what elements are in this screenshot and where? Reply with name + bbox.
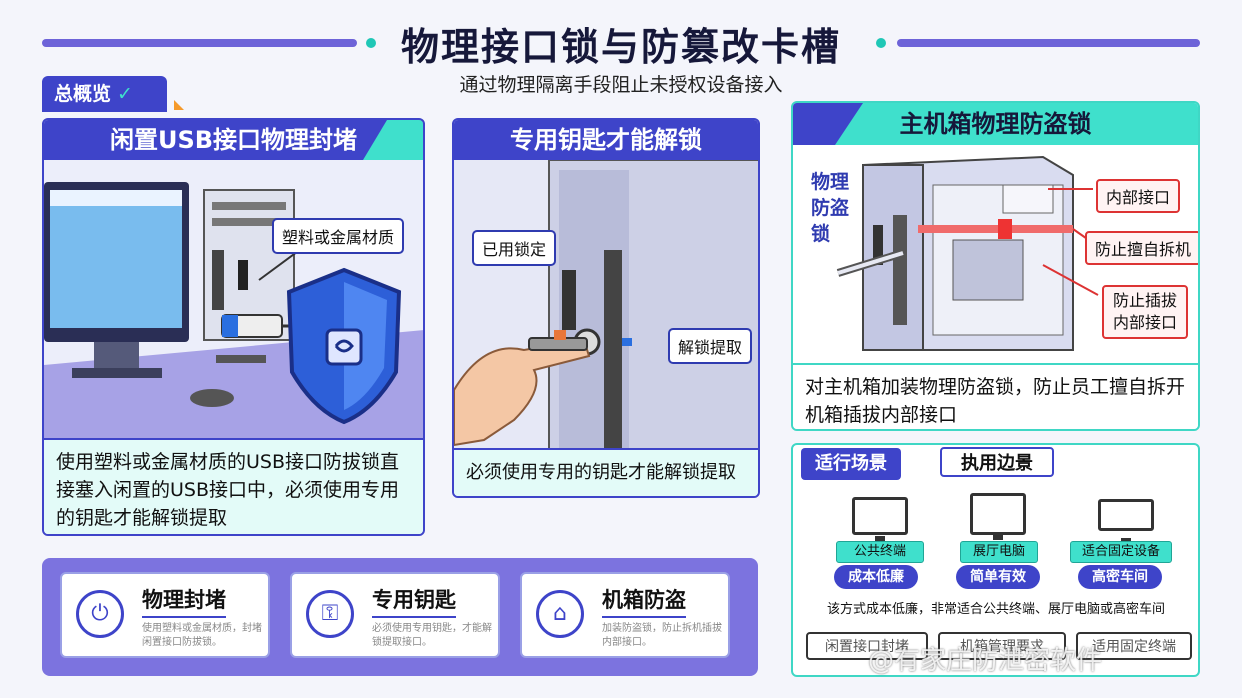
scene-note: 该方式成本低廉，非常适合公共终端、展厅电脑或高密车间 bbox=[826, 602, 1165, 617]
power-icon: ⏻ bbox=[76, 590, 124, 638]
unlock-callout: 解锁提取 bbox=[668, 328, 753, 364]
key-panel-title-text: 专用钥匙才能解锁 bbox=[510, 126, 702, 154]
feature-title: 机箱防盗 bbox=[602, 584, 686, 618]
scene-tag: 简单有效 bbox=[956, 565, 1040, 589]
title-rule-right bbox=[897, 39, 1200, 47]
feature-special-key[interactable]: ⚿ 专用钥匙 必须使用专用钥匙，才能解锁提取接口。 bbox=[290, 572, 500, 658]
usb-panel-title-text: 闲置USB接口物理封堵 bbox=[109, 126, 358, 154]
overview-tab[interactable]: 总概览✓ bbox=[42, 76, 167, 112]
usb-panel-title: 闲置USB接口物理封堵 bbox=[44, 120, 423, 160]
overview-tab-label: 总概览 bbox=[54, 83, 112, 105]
house-lock-icon: ⌂ bbox=[536, 590, 584, 638]
usb-scene-svg bbox=[44, 160, 423, 442]
page-subtitle: 通过物理隔离手段阻止未授权设备接入 bbox=[459, 74, 783, 96]
locked-callout: 已用锁定 bbox=[472, 230, 557, 266]
usb-panel: 闲置USB接口物理封堵 塑料或金属材质 使用塑料或金 bbox=[42, 118, 425, 536]
chassis-panel-title: 主机箱物理防盗锁 bbox=[793, 103, 1198, 145]
check-icon: ✓ bbox=[117, 83, 133, 105]
key-icon: ⚿ bbox=[306, 590, 354, 638]
key-illustration bbox=[454, 159, 758, 451]
key-scene-svg bbox=[454, 159, 758, 451]
scene-button[interactable]: 适用固定终端 bbox=[1076, 632, 1192, 660]
scene-button[interactable]: 闲置接口封堵 bbox=[806, 632, 928, 660]
usb-desc: 使用塑料或金属材质的USB接口防拔锁直接塞入闲置的USB接口中，必须使用专用的钥… bbox=[44, 438, 423, 534]
scene-label: 公共终端 bbox=[836, 541, 924, 563]
chassis-panel: 主机箱物理防盗锁 物理防盗锁 内部接口 防止擅自拆机 防止插拔内部接口 对主机箱… bbox=[791, 101, 1200, 431]
feature-title: 专用钥匙 bbox=[372, 584, 456, 618]
usb-illustration bbox=[44, 160, 423, 442]
monitor-icon bbox=[970, 493, 1026, 540]
scene-tab[interactable]: 适行场景 bbox=[801, 448, 901, 480]
prevent-disassembly-callout: 防止擅自拆机 bbox=[1085, 231, 1198, 265]
title-dot-left bbox=[366, 38, 376, 48]
corner-accent bbox=[174, 100, 184, 110]
chassis-desc: 对主机箱加装物理防盗锁，防止员工擅自拆开机箱插拔内部接口 bbox=[793, 363, 1198, 429]
chassis-panel-title-text: 主机箱物理防盗锁 bbox=[899, 110, 1092, 138]
feature-title: 物理封堵 bbox=[142, 584, 226, 618]
title-rule-left bbox=[42, 39, 357, 47]
feature-desc: 必须使用专用钥匙，才能解锁提取接口。 bbox=[372, 623, 492, 648]
feature-desc: 使用塑料或金属材质，封堵闲置接口防拔锁。 bbox=[142, 623, 262, 648]
key-panel-title: 专用钥匙才能解锁 bbox=[454, 120, 758, 160]
feature-chassis-lock[interactable]: ⌂ 机箱防盗 加装防盗锁，防止拆机插拔内部接口。 bbox=[520, 572, 730, 658]
key-panel: 专用钥匙才能解锁 已用锁定 解锁提取 必须使用专用的钥匙才能解锁提取 bbox=[452, 118, 760, 498]
internal-port-callout: 内部接口 bbox=[1096, 179, 1181, 213]
chassis-side-label: 物理防盗锁 bbox=[811, 171, 850, 245]
scene-label: 适合固定设备 bbox=[1070, 541, 1172, 563]
scene-tag: 高密车间 bbox=[1078, 565, 1162, 589]
watermark: @有家庄防泄密软件 bbox=[868, 646, 1103, 676]
scene-label: 展厅电脑 bbox=[960, 541, 1038, 563]
prevent-plug-callout: 防止插拔内部接口 bbox=[1102, 285, 1188, 339]
page-title: 物理接口锁与防篡改卡槽 bbox=[400, 25, 841, 69]
scene-tab-secondary[interactable]: 执用边景 bbox=[940, 447, 1054, 477]
title-dot-right bbox=[876, 38, 886, 48]
monitor-icon bbox=[852, 497, 908, 544]
scene-tag: 成本低廉 bbox=[834, 565, 918, 589]
feature-physical-block[interactable]: ⏻ 物理封堵 使用塑料或金属材质，封堵闲置接口防拔锁。 bbox=[60, 572, 270, 658]
laptop-icon bbox=[1098, 499, 1154, 546]
feature-desc: 加装防盗锁，防止拆机插拔内部接口。 bbox=[602, 623, 722, 648]
scene-button[interactable]: 机箱管理要求 bbox=[938, 632, 1066, 660]
key-desc: 必须使用专用的钥匙才能解锁提取 bbox=[454, 448, 758, 496]
material-callout: 塑料或金属材质 bbox=[272, 218, 405, 254]
